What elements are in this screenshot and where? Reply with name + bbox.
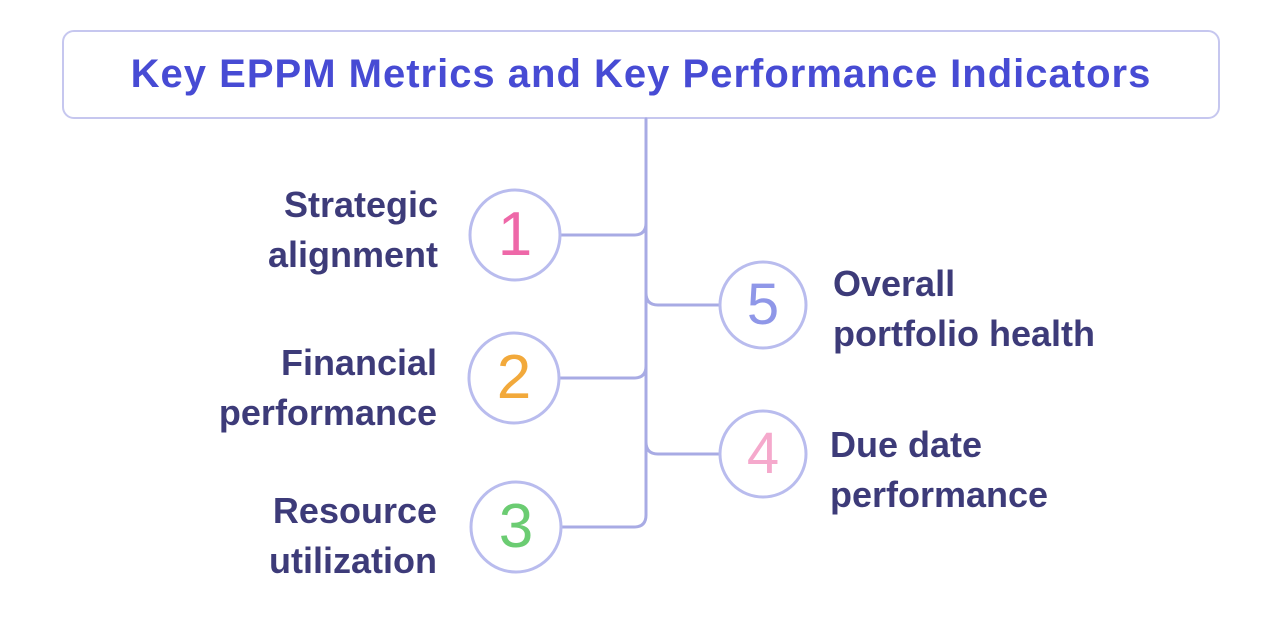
item-label-overall-portfolio-health: Overall portfolio health	[833, 259, 1095, 359]
item-label-line: performance	[218, 392, 437, 433]
diagram-title: Key EPPM Metrics and Key Performance Ind…	[130, 52, 1152, 96]
item-label-line: portfolio health	[833, 313, 1095, 354]
branch-line-5	[644, 291, 722, 307]
branch-line-1	[558, 221, 648, 237]
node-number-3: 3	[498, 492, 534, 561]
branch-line-2	[557, 364, 648, 380]
item-label-resource-utilization: Resource utilization	[269, 486, 437, 586]
item-label-strategic-alignment: Strategic alignment	[268, 180, 438, 280]
trunk-line	[559, 117, 648, 529]
node-circle-5	[718, 260, 808, 350]
item-label-due-date-performance: Due date performance	[830, 420, 1048, 520]
item-label-line: Strategic	[283, 184, 438, 225]
node-number-4: 4	[746, 421, 780, 486]
item-label-line: alignment	[267, 234, 438, 275]
branch-line-4	[644, 440, 722, 456]
item-label-line: utilization	[269, 540, 437, 581]
node-circle-4	[718, 409, 808, 499]
diagram-title-box: Key EPPM Metrics and Key Performance Ind…	[62, 30, 1220, 119]
node-circle-2	[467, 331, 561, 425]
node-number-5: 5	[746, 272, 780, 337]
item-label-line: Due date	[830, 424, 983, 465]
node-circle-3	[469, 480, 563, 574]
item-label-line: Financial	[280, 342, 437, 383]
item-label-line: Resource	[272, 490, 437, 531]
item-label-line: Overall	[833, 263, 956, 304]
node-number-1: 1	[497, 200, 533, 269]
item-label-line: performance	[830, 474, 1049, 515]
node-circle-1	[468, 188, 562, 282]
item-label-financial-performance: Financial performance	[219, 338, 437, 438]
node-number-2: 2	[496, 343, 532, 412]
